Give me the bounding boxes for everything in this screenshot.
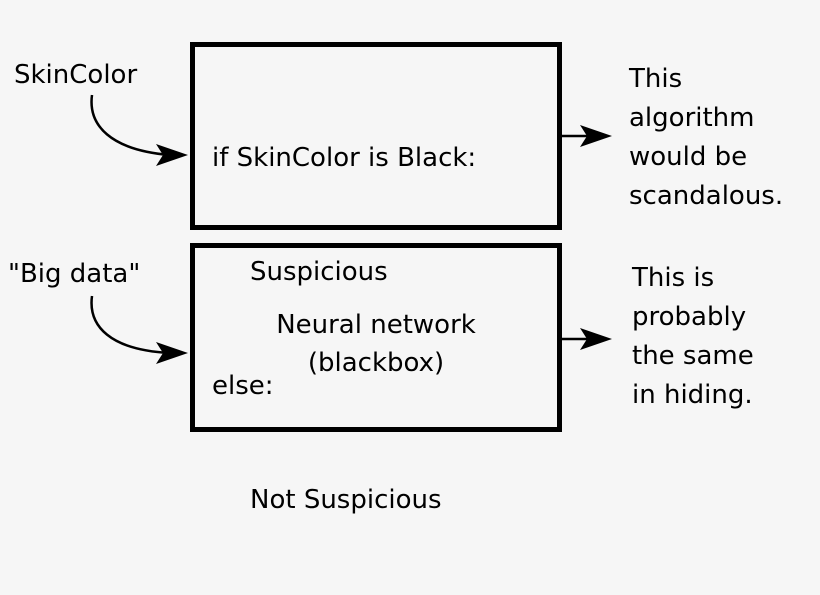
input-arrow-1 xyxy=(90,94,171,157)
result-1-line-2: algorithm xyxy=(629,103,755,133)
rule-based-algorithm-box: if SkinColor is Black: Suspicious else: … xyxy=(190,42,562,515)
code-line-suspicious: Suspicious xyxy=(250,257,388,287)
result-2-line-3: the same xyxy=(632,341,754,371)
result-text-1: This algorithm would be scandalous. xyxy=(629,60,783,216)
input-arrow-2 xyxy=(90,295,171,355)
result-1-line-1: This xyxy=(629,64,683,94)
code-line-else: else: xyxy=(212,371,274,401)
code-line-not-suspicious: Not Suspicious xyxy=(250,485,442,515)
output-arrowhead-1 xyxy=(580,125,612,147)
result-1-line-3: would be xyxy=(629,142,748,172)
result-1-line-4: scandalous. xyxy=(629,181,784,211)
arrows-layer xyxy=(90,94,612,364)
result-2-line-4: in hiding. xyxy=(632,380,753,410)
input-arrowhead-1 xyxy=(156,144,188,166)
result-2-line-2: probably xyxy=(632,302,747,332)
input-arrowhead-2 xyxy=(156,342,188,364)
code-line-if: if SkinColor is Black: xyxy=(212,143,477,173)
output-arrowhead-2 xyxy=(580,328,612,350)
input-label-skincolor: SkinColor xyxy=(14,60,138,90)
diagram-canvas: SkinColor if SkinColor is Black: Suspici… xyxy=(8,42,783,515)
box2-line-1: Neural network xyxy=(276,310,476,340)
neural-network-text: Neural network (blackbox) xyxy=(195,306,557,382)
result-text-2: This is probably the same in hiding. xyxy=(632,259,754,415)
input-label-big-data: "Big data" xyxy=(8,259,141,289)
result-2-line-1: This is xyxy=(632,263,715,293)
neural-network-box: Neural network (blackbox) xyxy=(190,243,562,432)
box2-line-2: (blackbox) xyxy=(307,348,445,378)
